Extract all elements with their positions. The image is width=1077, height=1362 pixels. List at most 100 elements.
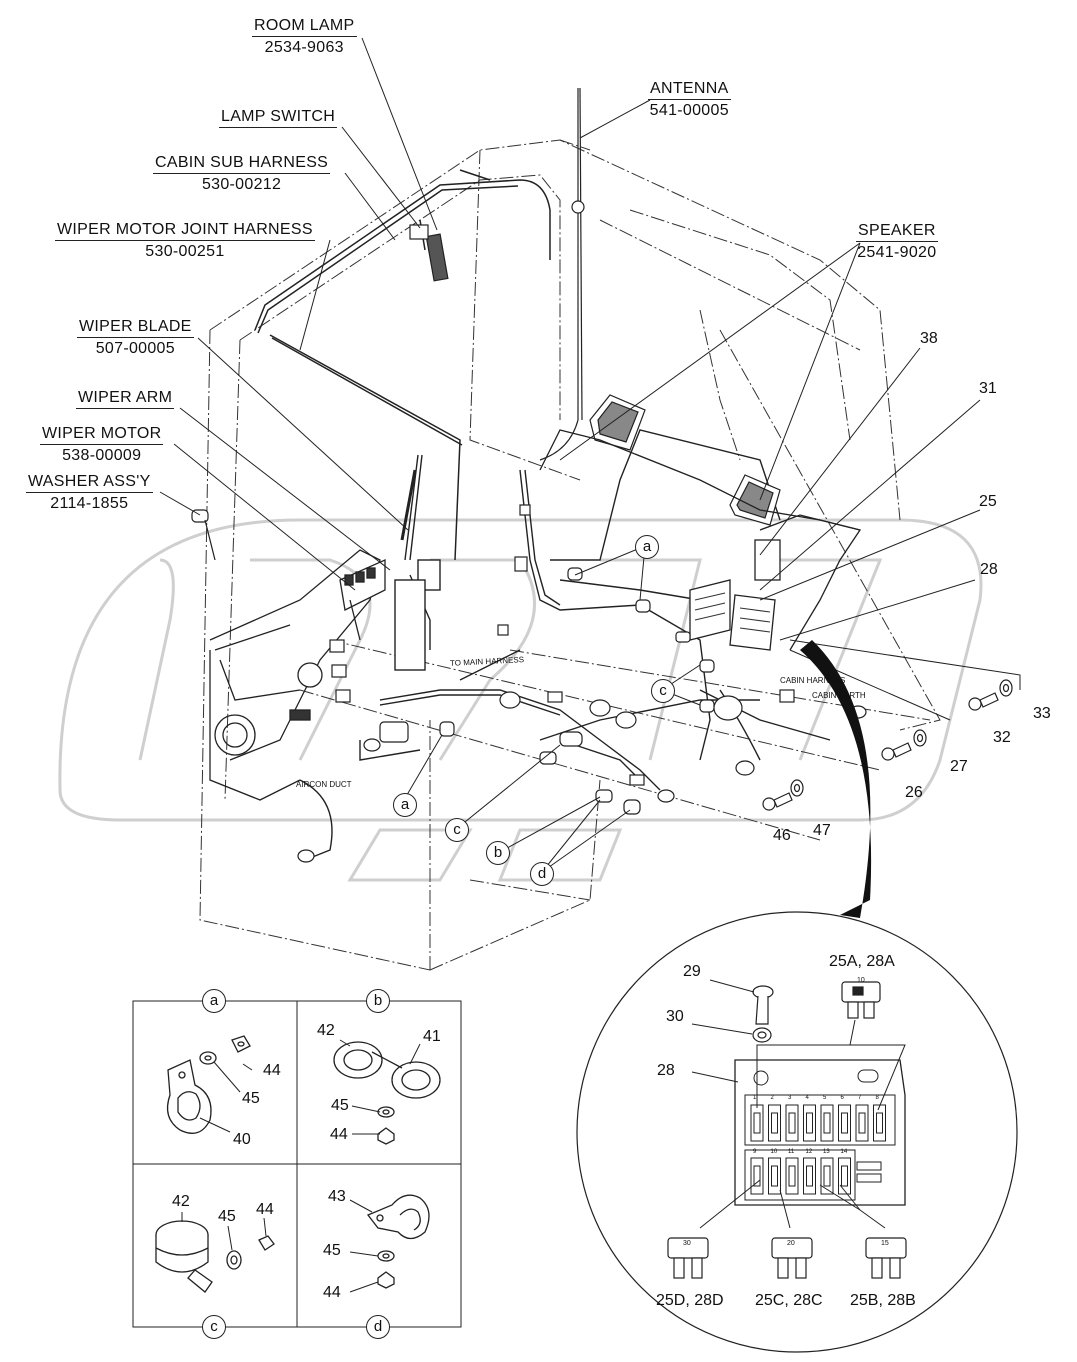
leader-lines: [159, 37, 1021, 873]
detail-a-part-40: 40: [233, 1131, 251, 1148]
part-number-28: 28: [980, 561, 998, 578]
detail-b-part-41: 41: [423, 1028, 441, 1045]
fuse-slot-inner-bottom-5: [841, 1165, 848, 1187]
washer-30: [752, 1027, 772, 1043]
label-speaker: SPEAKER 2541-9020: [856, 222, 938, 261]
detail-c-part-44: 44: [256, 1201, 274, 1218]
fuse-value-25b: 15: [881, 1240, 889, 1247]
label-wiper-blade: WIPER BLADE 507-00005: [77, 318, 194, 357]
screw-46: [762, 792, 793, 811]
text-aircon-duct: AIRCON DUCT: [296, 780, 352, 789]
fuse-slot-inner-top-6: [858, 1112, 866, 1134]
fuse-value-25a: 10: [857, 977, 865, 984]
callout-d: d: [530, 862, 554, 886]
fuse-slot-inner-bottom-2: [788, 1165, 796, 1187]
fuse-slot-inner-bottom-1: [771, 1165, 778, 1187]
label-room-lamp: ROOM LAMP 2534-9063: [252, 17, 357, 56]
label-lamp-switch: LAMP SWITCH: [219, 108, 338, 128]
label-wiper-arm: WIPER ARM: [76, 389, 175, 409]
screw-32: [968, 692, 999, 711]
speaker-left-part: [589, 394, 646, 451]
clamp-40: [166, 1035, 251, 1134]
speaker-right-part: [729, 474, 781, 526]
part-number-47: 47: [813, 822, 831, 839]
fuse-slot-number: 2: [770, 1095, 774, 1101]
fuse-slot-number: 4: [805, 1095, 809, 1101]
fuse-slot-number: 5: [823, 1095, 827, 1101]
fuse-slot-inner-bottom-3: [806, 1165, 813, 1187]
fuse-detail-bottom-label-25c: 25C, 28C: [755, 1292, 823, 1309]
part-number-46: 46: [773, 827, 791, 844]
fuse-detail-bottom-label-25d: 25D, 28D: [656, 1292, 724, 1309]
room-lamp-part: [409, 224, 449, 282]
fuse-slot-number: 13: [823, 1149, 830, 1155]
screw-26: [881, 742, 912, 761]
callout-c-bottom: c: [445, 818, 469, 842]
detail-pointer-arrow: [800, 640, 872, 918]
part-number-38: 38: [920, 330, 938, 347]
fuse-slot-number: 11: [788, 1149, 795, 1155]
text-cabin-earth: CABIN EARTH: [812, 691, 866, 700]
fuse-slot-number: 10: [770, 1149, 778, 1155]
fuse-slot-number: 7: [858, 1095, 862, 1101]
label-wiper-motor: WIPER MOTOR 538-00009: [40, 425, 164, 464]
fuse-slot-inner-top-1: [771, 1112, 778, 1134]
fuse-slot-inner-top-2: [788, 1112, 796, 1134]
fuse-slot-number: 1: [753, 1095, 757, 1101]
detail-panel-grid: [132, 1000, 462, 1328]
washer-27: [913, 729, 927, 747]
screws-right: [762, 679, 1013, 811]
fuse-detail-part-29: 29: [683, 963, 701, 980]
detail-b-part-45: 45: [331, 1097, 349, 1114]
fuse-slot-inner-bottom-0: [753, 1165, 761, 1187]
right-console: [539, 429, 862, 651]
part-number-32: 32: [993, 729, 1011, 746]
left-console: [209, 549, 386, 801]
fuse-slot-inner-top-0: [753, 1112, 761, 1134]
part-number-25: 25: [979, 493, 997, 510]
fuse-value-25d: 30: [683, 1240, 691, 1247]
detail-b-part-44: 44: [330, 1126, 348, 1143]
cabin-sub-harness-wire: [254, 169, 551, 561]
detail-header-a: a: [202, 989, 226, 1013]
detail-c-part-42: 42: [172, 1193, 190, 1210]
fuse-slot-number: 8: [875, 1095, 879, 1101]
clamp-43: [366, 1194, 430, 1289]
label-wiper-motor-joint-harness: WIPER MOTOR JOINT HARNESS 530-00251: [55, 221, 315, 260]
detail-header-b: b: [366, 989, 390, 1013]
harness-clamps: [297, 504, 867, 863]
part-number-26: 26: [905, 784, 923, 801]
detail-c-part-45: 45: [218, 1208, 236, 1225]
callout-a-top: a: [635, 535, 659, 559]
fuse-25b: [865, 1237, 907, 1279]
fuse-detail-part-28: 28: [657, 1062, 675, 1079]
fuse-25d: [667, 1237, 709, 1279]
callout-a-bottom: a: [393, 793, 417, 817]
detail-d-part-45: 45: [323, 1242, 341, 1259]
fuse-slot-number: 3: [788, 1095, 792, 1101]
antenna-part: [539, 87, 585, 461]
fuse-slot-number: 14: [840, 1149, 848, 1155]
part-number-27: 27: [950, 758, 968, 775]
fuse-slot-inner-bottom-4: [823, 1165, 831, 1187]
detail-b-part-42: 42: [317, 1022, 335, 1039]
callout-b: b: [486, 841, 510, 865]
wiper-assembly: [394, 454, 441, 671]
clamp-42-c: [155, 1220, 275, 1293]
washer-47: [790, 779, 804, 797]
part-number-31: 31: [979, 380, 997, 397]
fuse-slot-inner-top-5: [841, 1112, 848, 1134]
fuse-detail-bottom-label-25b: 25B, 28B: [850, 1292, 916, 1309]
cabin-harness-wire: [299, 429, 831, 861]
clamp-41-42: [333, 1041, 441, 1145]
fuse-slot-inner-top-4: [823, 1112, 831, 1134]
fuse-slot-number: 9: [753, 1149, 757, 1155]
detail-header-d: d: [366, 1315, 390, 1339]
fuse-slot-number: 12: [805, 1149, 813, 1155]
detail-leaders: [181, 1039, 421, 1293]
label-antenna: ANTENNA 541-00005: [648, 80, 731, 119]
fuse-slot-inner-top-3: [806, 1112, 813, 1134]
fuse-detail-top-fuse-label: 25A, 28A: [829, 953, 895, 970]
part-number-33: 33: [1033, 705, 1051, 722]
